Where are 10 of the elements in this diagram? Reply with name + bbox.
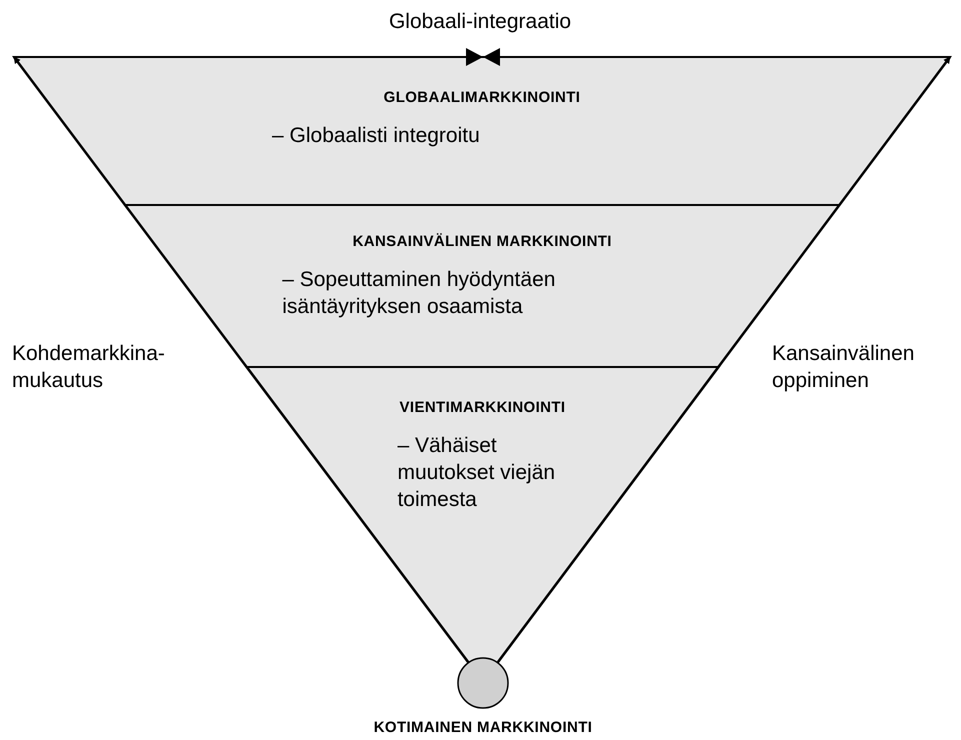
band-heading: KANSAINVÄLINEN MARKKINOINTI [352,232,612,252]
band-description: – Vähäiset muutokset viejän toimesta [397,432,556,512]
band-heading: VIENTIMARKKINOINTI [400,398,566,418]
band-description: – Globaalisti integroitu [272,122,481,148]
arrow [13,56,469,663]
band-heading: GLOBAALIMARKKINOINTI [384,88,580,108]
arrow [496,56,951,663]
node-caption: KOTIMAINEN MARKKINOINTI [374,718,592,738]
axis-label: Globaali-integraatio [388,9,572,35]
band-description: – Sopeuttaminen hyödyntäen isäntäyrityksen osaamista [282,266,556,320]
